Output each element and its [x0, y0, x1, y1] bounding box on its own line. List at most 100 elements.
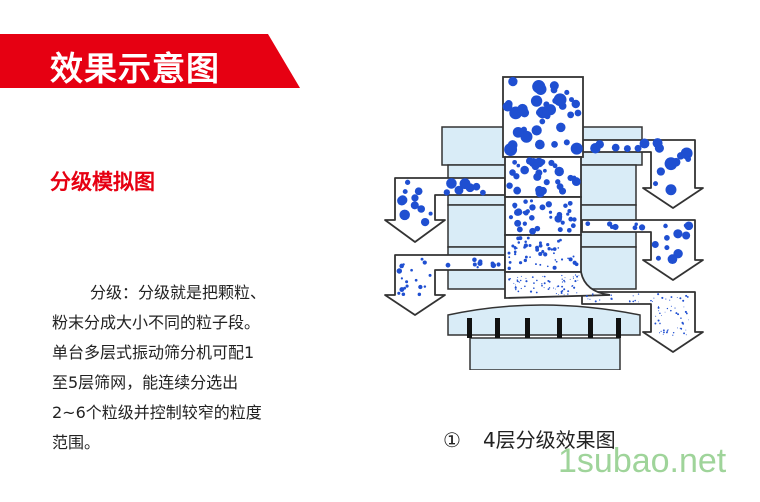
- particle: [399, 287, 405, 292]
- particle: [685, 312, 688, 315]
- particle: [548, 280, 551, 283]
- particle: [514, 219, 522, 227]
- particle: [566, 212, 570, 216]
- caption-text: 4层分级效果图: [482, 428, 616, 452]
- particle: [405, 284, 409, 288]
- particle: [542, 275, 544, 277]
- particle: [656, 167, 665, 176]
- particle: [670, 309, 672, 312]
- particle: [657, 293, 660, 296]
- particle: [572, 277, 574, 279]
- classification-diagram: [384, 76, 704, 370]
- particle: [524, 240, 527, 244]
- description-line: 分级：分级就是把颗粒、: [90, 283, 267, 302]
- section-banner: 效果示意图: [0, 34, 300, 88]
- arrow-left-2: [384, 254, 506, 316]
- particle: [574, 109, 582, 117]
- particle: [534, 225, 541, 232]
- subtitle: 分级模拟图: [50, 170, 155, 194]
- particle: [658, 305, 660, 307]
- particle: [576, 275, 579, 278]
- particle: [404, 179, 411, 185]
- particle: [676, 327, 678, 329]
- particle: [587, 298, 589, 300]
- particle: [516, 279, 519, 281]
- particle: [428, 273, 432, 277]
- particle: [548, 280, 550, 282]
- particle: [682, 322, 685, 325]
- particle: [658, 310, 660, 312]
- particle: [535, 109, 543, 117]
- particle: [512, 159, 518, 165]
- particle: [563, 203, 568, 208]
- particle: [515, 247, 518, 250]
- particle: [567, 290, 570, 293]
- particle: [657, 319, 660, 322]
- particle: [567, 293, 569, 295]
- particle: [651, 240, 659, 249]
- particle: [539, 204, 546, 211]
- particle: [525, 280, 528, 283]
- description: 分级：分级就是把颗粒、 粉末分成大小不同的粒子段。 单台多层式振动筛分机可配1 …: [52, 278, 302, 458]
- particle: [541, 250, 545, 254]
- particle: [578, 274, 580, 276]
- particle: [629, 300, 631, 303]
- particle: [551, 140, 558, 148]
- particle: [672, 334, 674, 336]
- particle: [534, 139, 545, 150]
- particle: [535, 83, 547, 95]
- particle: [567, 111, 575, 119]
- particle: [637, 293, 640, 295]
- particle: [550, 248, 554, 251]
- particle: [569, 97, 575, 103]
- particle: [685, 294, 688, 297]
- particle: [634, 299, 636, 302]
- particle: [535, 291, 538, 294]
- particle: [679, 327, 681, 329]
- particle: [414, 187, 423, 196]
- particle: [529, 256, 531, 258]
- particle: [508, 76, 518, 87]
- particle: [543, 275, 546, 278]
- particle: [555, 179, 561, 185]
- particle: [684, 221, 694, 231]
- machine-cover: [447, 304, 641, 336]
- particle: [552, 163, 558, 169]
- particle: [514, 252, 517, 256]
- particle: [576, 292, 578, 294]
- particle: [682, 299, 685, 302]
- particle: [516, 163, 521, 168]
- description-line: 至5层筛网，能连续分选出: [52, 373, 239, 392]
- particle: [539, 263, 542, 266]
- particle: [638, 224, 646, 231]
- particle: [514, 286, 517, 289]
- particle: [518, 281, 520, 283]
- watermark: 1subao.net: [558, 442, 727, 480]
- particle: [589, 298, 591, 300]
- particle: [523, 199, 528, 204]
- particle: [508, 215, 514, 220]
- particle: [535, 247, 540, 252]
- particle: [525, 157, 534, 165]
- particle: [659, 312, 661, 315]
- particle: [566, 227, 572, 233]
- particle: [666, 307, 669, 310]
- particle: [611, 143, 620, 152]
- particle: [549, 215, 553, 219]
- particle: [682, 231, 691, 240]
- particle: [524, 285, 526, 288]
- particle: [548, 287, 551, 289]
- particle: [685, 334, 687, 336]
- particle: [509, 169, 516, 176]
- particle: [524, 255, 528, 259]
- particle: [590, 142, 601, 154]
- particle: [561, 281, 564, 283]
- particle: [547, 288, 550, 291]
- particle: [634, 144, 642, 152]
- particle: [511, 244, 515, 248]
- particle: [654, 322, 657, 325]
- particle: [632, 300, 635, 303]
- particle: [676, 152, 685, 160]
- particle: [665, 298, 667, 300]
